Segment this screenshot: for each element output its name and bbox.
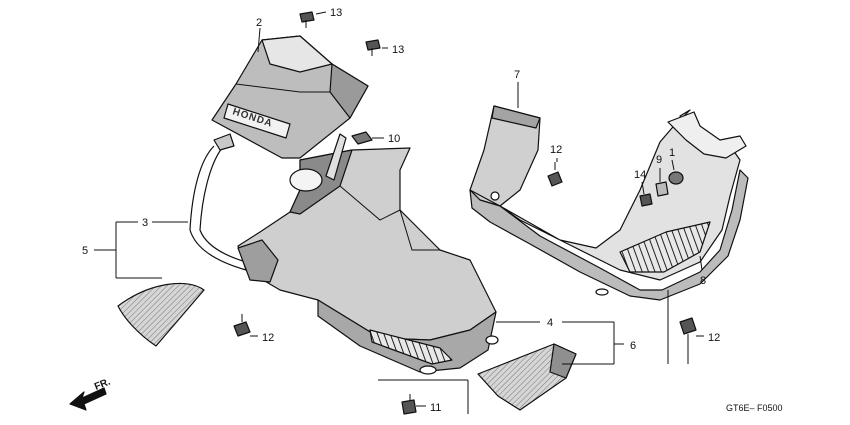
grommet-1 — [668, 171, 684, 185]
screw-11 — [401, 394, 417, 415]
screw-14 — [639, 193, 653, 207]
right-lower-cover — [477, 343, 577, 411]
callout-13: 13 — [330, 7, 342, 19]
callout-2: 2 — [256, 17, 262, 29]
inner-frame-arch — [189, 133, 279, 283]
callout-12: 12 — [262, 332, 274, 344]
bolt-12b — [547, 162, 563, 187]
callout-12: 12 — [708, 332, 720, 344]
screw-13a — [299, 11, 315, 28]
callout-1: 1 — [669, 147, 675, 159]
leader-lines — [94, 11, 704, 414]
front-label: FR. — [93, 376, 112, 392]
callout-3: 3 — [142, 217, 148, 229]
collar-9 — [655, 181, 669, 197]
bolt-12a — [233, 314, 251, 337]
callout-7: 7 — [514, 69, 520, 81]
clip-part-10 — [351, 131, 373, 145]
callout-6: 6 — [630, 340, 636, 352]
callout-11: 11 — [430, 402, 441, 414]
callout-14: 14 — [634, 169, 646, 181]
callout-8: 8 — [700, 275, 706, 287]
callouts: 2 13 13 10 3 5 12 7 12 9 1 14 8 4 6 12 1… — [82, 7, 720, 414]
front-top-cover: HONDA — [211, 35, 369, 159]
callout-13: 13 — [392, 44, 404, 56]
callout-9: 9 — [656, 154, 662, 166]
diagram-code: GT6E– F0500 — [726, 403, 783, 413]
leg-shield-center — [237, 133, 499, 375]
floor-step-board — [469, 105, 749, 301]
screw-13b — [365, 39, 381, 56]
callout-12: 12 — [550, 144, 562, 156]
callout-5: 5 — [82, 245, 88, 257]
callout-10: 10 — [388, 133, 400, 145]
bolt-12c — [679, 317, 697, 346]
left-lower-cover — [117, 282, 205, 347]
front-direction-arrow: FR. — [69, 376, 112, 411]
callout-4: 4 — [547, 317, 553, 329]
